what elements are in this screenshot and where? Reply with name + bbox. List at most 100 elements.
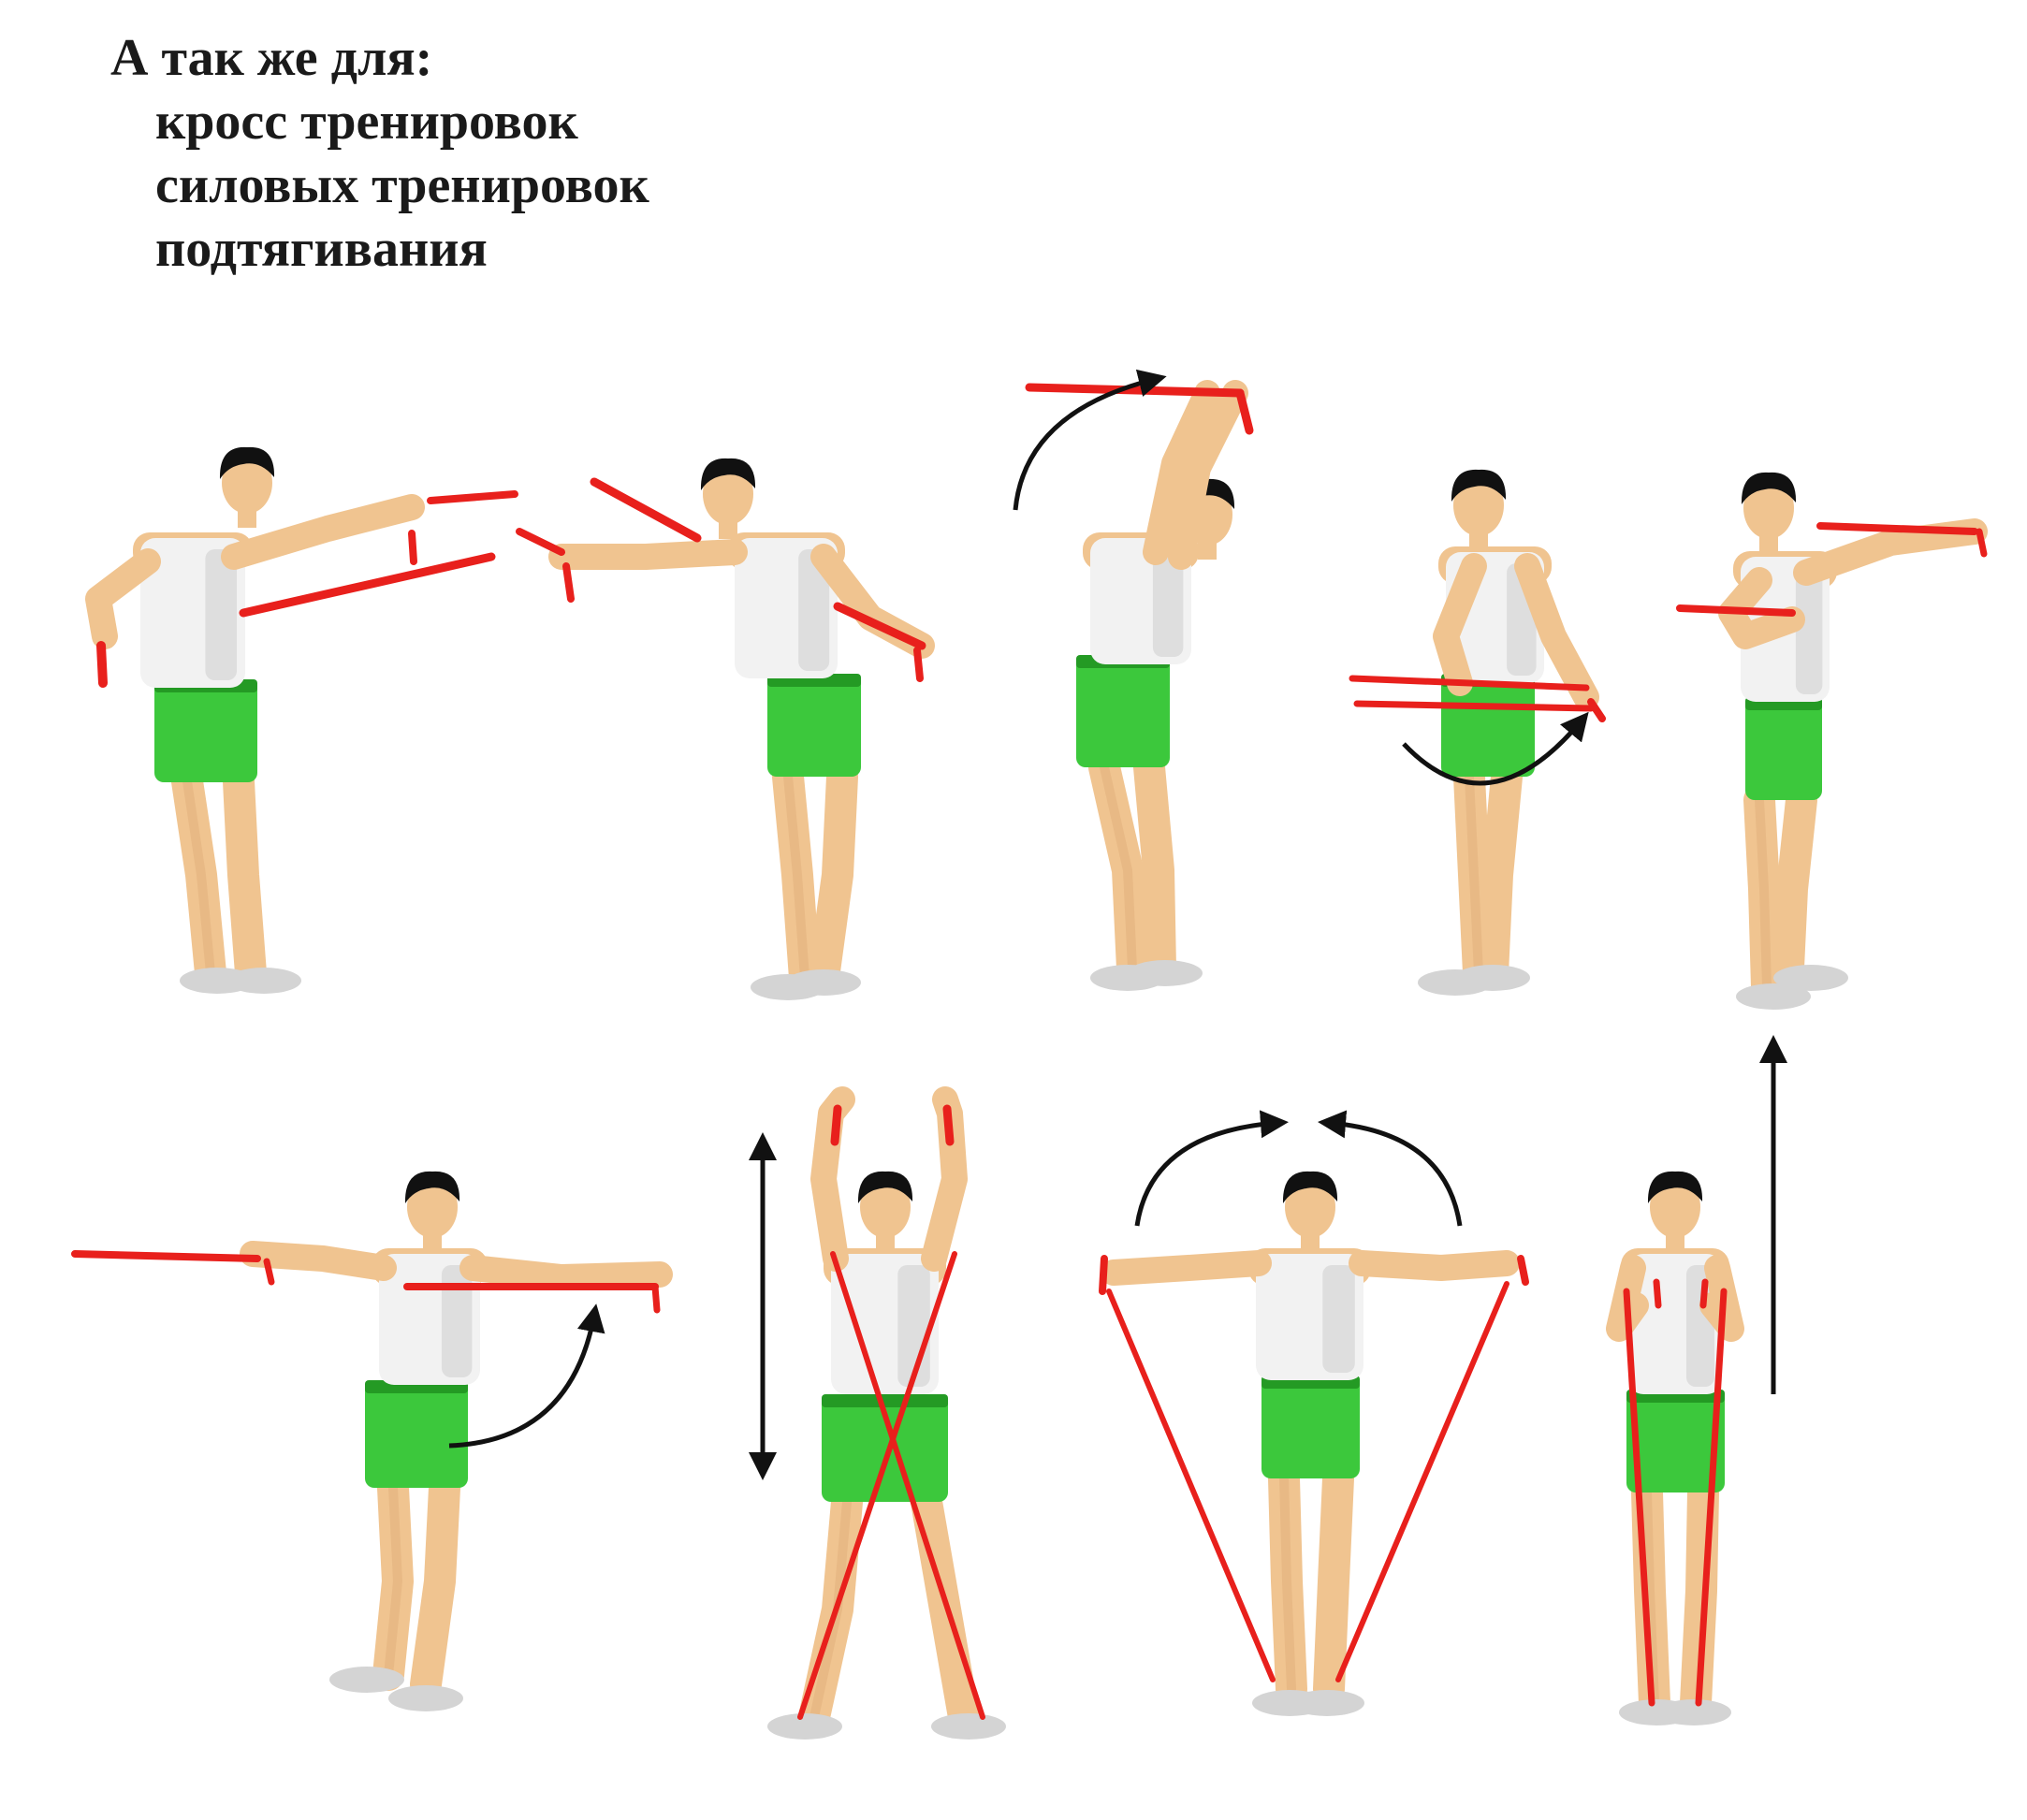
resistance-band [1976,528,1988,558]
resistance-band [562,562,575,603]
heading-item-strength: силовых тренировок [155,156,649,214]
hair [1647,1171,1703,1203]
head [1285,1176,1335,1238]
resistance-band [1517,1255,1529,1286]
person-band-exercise-icon [1076,380,1248,991]
heading-item-pullups: подтягивания [155,220,488,278]
resistance-band [1816,522,1978,535]
right-arm [1793,518,1988,586]
right-shoe [1128,960,1203,986]
shorts [1076,655,1170,767]
left-leg [1088,751,1148,984]
heading-item-cross: кросс тренировок [155,93,578,151]
resistance-band [96,641,108,688]
resistance-band [1349,675,1590,692]
person-band-exercise-icon [85,446,425,994]
tank-top-shade [205,549,238,680]
left-leg-shade [1465,772,1483,978]
right-leg [1313,1463,1354,1705]
resistance-band [1099,1255,1108,1295]
hair [1282,1171,1338,1203]
shorts [767,674,861,777]
tank-top-shade [1795,568,1823,694]
left-leg-shade [783,772,809,983]
head [703,463,753,525]
person-band-exercise-icon [240,1171,673,1711]
figure-upright-row [1606,1171,1744,1725]
right-arm [459,1255,673,1290]
resistance-band [797,1251,957,1720]
resistance-band [1235,388,1254,435]
resistance-band [427,490,518,504]
person-band-exercise-icon [1718,472,1988,1010]
left-arm [1433,553,1487,696]
left-shoe [1736,983,1811,1010]
shorts [1745,697,1822,800]
heading-block: А так же для: кросс тренировок силовых т… [110,26,649,281]
right-leg [808,761,858,994]
left-leg [171,765,226,989]
right-shoe [388,1685,463,1711]
curved-arrow-icon [448,1303,605,1449]
head [222,452,272,514]
person-band-exercise-icon [1418,469,1599,996]
left-leg-shade [1642,1488,1659,1708]
hair [857,1171,913,1203]
resistance-band [239,552,496,618]
right-shoe [786,969,861,996]
right-shoe [1455,965,1530,991]
curved-arrow-icon [1402,711,1589,786]
curved-arrow-icon [1134,1110,1289,1227]
left-arm [85,548,161,649]
curved-arrow-icon [1013,369,1167,511]
resistance-band [830,1251,985,1720]
figure-lateral-arm-pull [240,1171,673,1711]
right-shoe [1290,1690,1364,1716]
figure-bent-side-pull [548,458,935,1000]
shorts [1261,1376,1360,1478]
resistance-band [1676,604,1796,617]
resistance-band [516,528,565,556]
resistance-band [1353,700,1595,712]
figure-back-pull-apart [85,446,425,994]
left-leg-shade [182,777,215,978]
shorts [365,1380,468,1488]
resistance-band [1695,1288,1728,1707]
hair [404,1171,460,1203]
resistance-band [1653,1278,1662,1309]
resistance-band [913,647,924,682]
head [1650,1176,1700,1238]
right-leg [223,765,267,989]
resistance-band [651,1283,661,1314]
hair [1741,472,1797,504]
right-shoe [226,968,301,994]
figure-behind-back-pull [1418,469,1599,996]
right-arm [221,494,425,570]
shorts [154,679,257,782]
left-shoe [767,1713,842,1740]
resistance-band [71,1250,261,1262]
right-shoe [1773,965,1848,991]
person-band-exercise-icon [1606,1171,1744,1725]
right-leg [1772,784,1817,1003]
left-leg [1631,1477,1670,1719]
left-leg [1268,1463,1307,1705]
left-arm [240,1241,397,1281]
left-shoe [329,1667,404,1693]
curved-arrow-icon [1318,1110,1463,1227]
person-band-exercise-icon [1101,1171,1520,1716]
resistance-band [590,477,702,543]
right-leg [1133,751,1176,984]
right-arm [810,544,935,659]
resistance-band [1025,383,1245,398]
right-leg [410,1472,460,1700]
figure-front-pull [1718,472,1988,1010]
head [1743,477,1794,539]
tank-top-shade [1152,549,1184,657]
resistance-band [263,1258,275,1286]
resistance-band [1587,698,1606,722]
resistance-band [1335,1281,1509,1682]
hair [1451,469,1507,502]
right-arm [1699,1255,1744,1342]
